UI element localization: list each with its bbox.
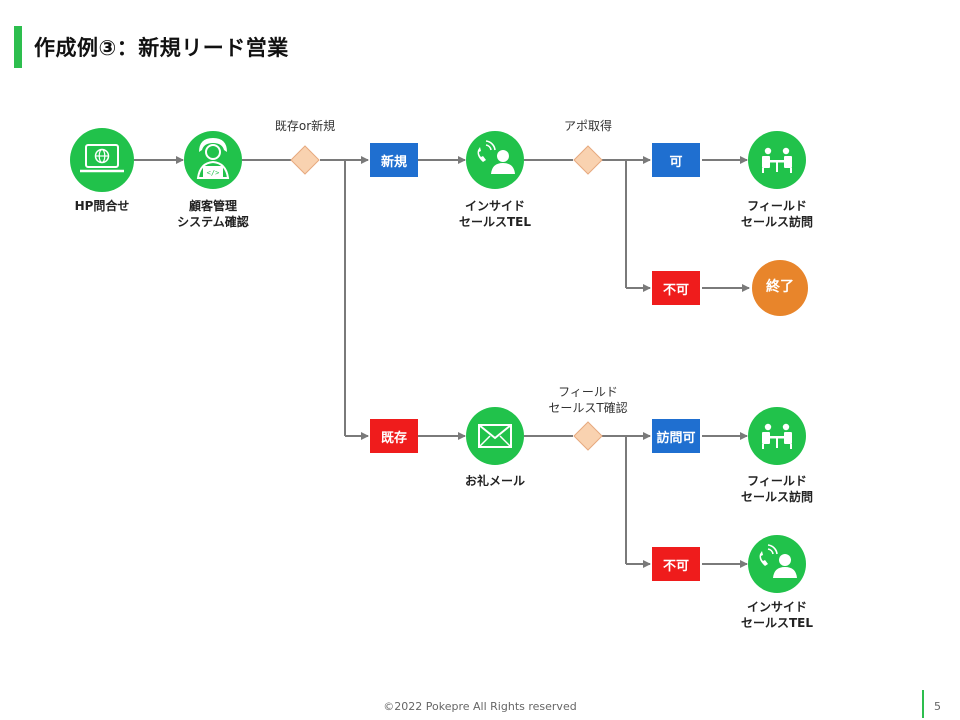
person-laptop-icon: </> [184,131,242,189]
phone-person-icon [466,131,524,189]
decision-diamond-existing-or-new [290,145,320,175]
branch-ng-1: 不可 [652,271,700,305]
browser-globe-icon [70,128,134,192]
connectors [134,156,750,568]
node-label-field-visit-2: フィールド セールス訪問 [740,474,813,504]
envelope-icon [466,407,524,465]
branch-new: 新規 [370,143,418,177]
node-label-crm: 顧客管理 システム確認 [177,199,249,229]
end-node-label: 終了 [766,279,794,295]
branch-visit-ok: 訪問可 [652,419,700,453]
node-label-inside-tel-1: インサイド セールスTEL [458,199,532,229]
node-label-hp: HP問合せ [74,199,130,213]
phone-person-icon [748,535,806,593]
meeting-table-icon [748,407,806,465]
branch-ok: 可 [652,143,700,177]
branch-existing: 既存 [370,419,418,453]
node-label-field-visit-1: フィールド セールス訪問 [740,199,813,229]
page-number: 5 [934,700,941,713]
title-accent-bar [14,26,22,68]
end-node-circle [752,260,808,316]
svg-text:</>: </> [207,169,220,177]
footer-copyright: ©2022 Pokepre All Rights reserved [383,700,577,713]
meeting-table-icon [748,131,806,189]
decision-diamond-field-confirm [573,421,603,451]
decision-label-field-confirm: フィールド セールスT確認 [548,385,628,415]
decision-diamond-appointment [573,145,603,175]
branch-ng-2: 不可 [652,547,700,581]
node-label-thanks-mail: お礼メール [464,474,525,488]
node-label-inside-tel-2: インサイド セールスTEL [740,600,814,630]
footer-accent-line [922,690,924,718]
page-title: 作成例③：新規リード営業 [34,36,289,60]
decision-label-appointment: アポ取得 [563,119,612,133]
decision-label-existing-or-new: 既存or新規 [274,119,336,133]
